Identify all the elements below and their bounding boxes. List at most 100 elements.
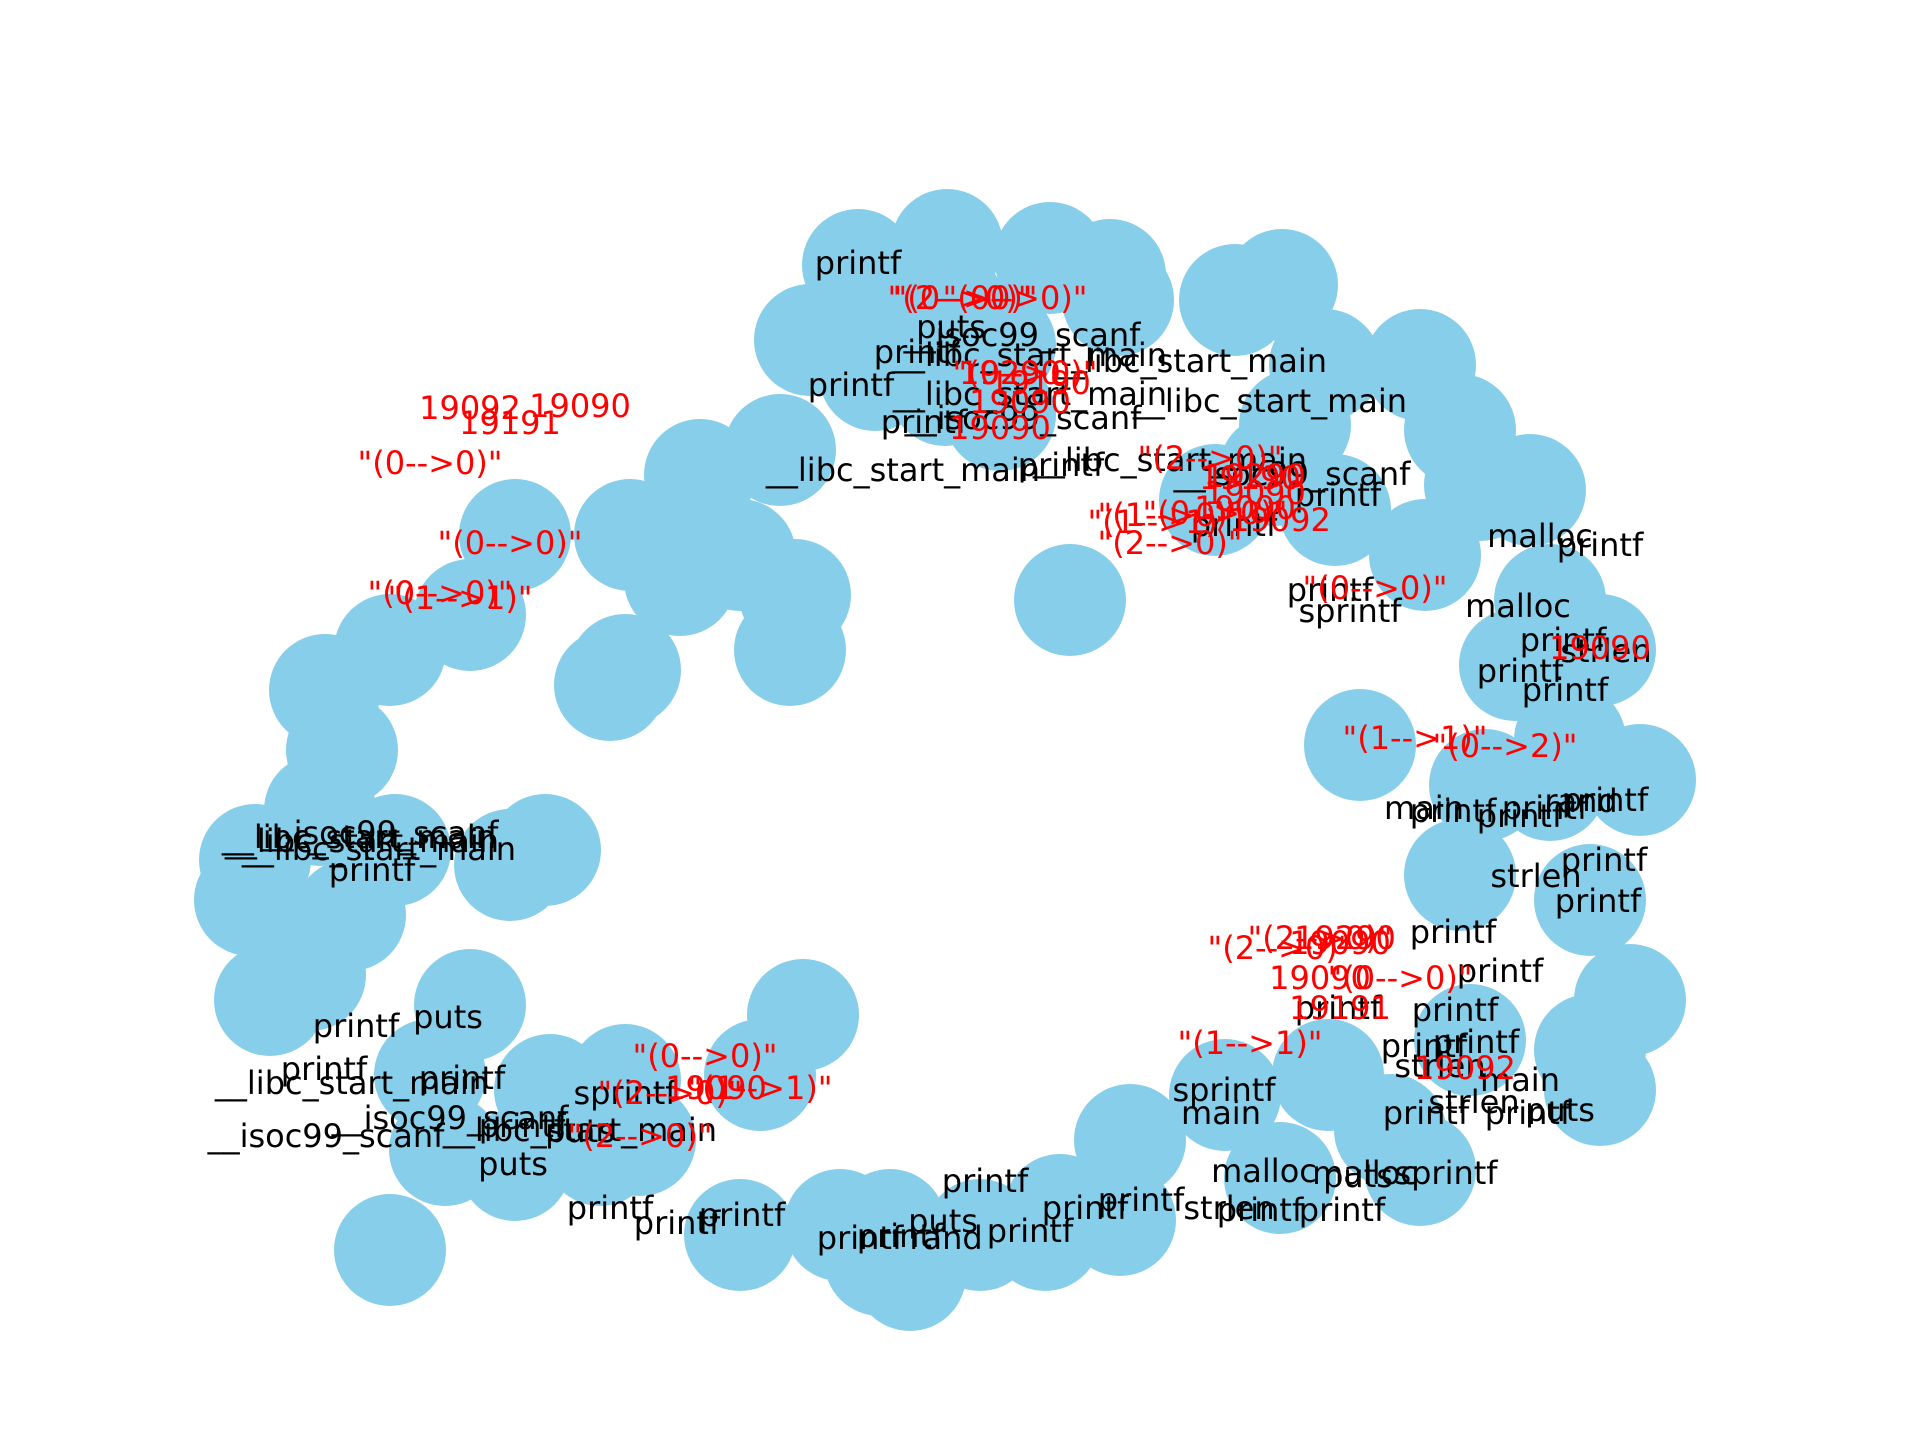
edge-label: 19290 <box>959 354 1061 392</box>
node-label: strlen <box>1394 1047 1485 1085</box>
node-label: printf <box>1502 789 1589 827</box>
graph-node <box>1404 819 1516 931</box>
edge-label: "(2-->0)" <box>1097 524 1242 562</box>
node-label: rand <box>909 1219 982 1257</box>
node-label: __isoc99_scanf <box>261 814 500 852</box>
node-label: __libc_start_main <box>892 375 1167 413</box>
edge-label: "(0-->0)" <box>1142 494 1287 532</box>
edge-label: "(2-->0)" <box>1137 439 1282 477</box>
node-label: printf <box>1561 841 1648 879</box>
node-label: malloc <box>1465 587 1571 625</box>
graph-node <box>1544 1034 1656 1146</box>
graph-node <box>1224 1122 1336 1234</box>
node-label: __libc_start_main <box>892 336 1167 374</box>
edge-label: 19090 <box>1269 959 1371 997</box>
graph-node <box>1159 444 1271 556</box>
node-label: printf <box>699 1196 786 1234</box>
node-labels-layer: printfputs__isoc99_scanf__libc_start_mai… <box>207 244 1652 1257</box>
graph-node <box>1584 724 1696 836</box>
node-label: printf <box>1477 652 1564 690</box>
node-label: __libc_start_main <box>224 822 499 860</box>
node-label: main <box>1384 789 1464 827</box>
graph-node <box>1304 689 1416 801</box>
node-label: printf <box>1562 781 1649 819</box>
node-label: puts <box>1323 1157 1393 1195</box>
graph-node <box>1014 544 1126 656</box>
node-label: puts <box>908 1202 978 1240</box>
graph-node <box>1414 984 1526 1096</box>
edge-label: 19191 <box>459 404 561 442</box>
node-label: strlen <box>1183 1189 1274 1227</box>
node-label: sprintf <box>1298 592 1402 630</box>
node-label: puts <box>478 1145 548 1183</box>
node-label: sprintf <box>1394 1154 1498 1192</box>
graph-node <box>1064 1164 1176 1276</box>
node-label: malloc <box>1312 1154 1418 1192</box>
node-label: sprintf <box>573 1074 677 1112</box>
edge-label: 19090 <box>1289 924 1391 962</box>
edge-label: 19190 <box>1199 459 1301 497</box>
node-label: __libc_start_main <box>214 1064 489 1102</box>
node-label: printf <box>1477 797 1564 835</box>
graph-node <box>684 1179 796 1291</box>
node-label: printf <box>1295 989 1382 1027</box>
node-label: __isoc99_scanf <box>207 1117 446 1155</box>
graph-node <box>1054 219 1166 331</box>
node-label: printf <box>1557 526 1644 564</box>
graph-node <box>414 949 526 1061</box>
node-label: puts <box>916 308 986 346</box>
node-label: __libc_start_main <box>1032 441 1307 479</box>
node-label: __isoc99_scanf <box>903 316 1142 354</box>
graph-node <box>704 1019 816 1131</box>
edge-label: "(2-->0)" <box>887 279 1032 317</box>
graph-node <box>214 944 326 1056</box>
edge-label: 19092 <box>1229 501 1331 539</box>
edge-label: "(2-->0)" <box>567 1117 712 1155</box>
edge-label: "(1-->1)" <box>687 1069 832 1107</box>
node-label: malloc <box>1487 517 1593 555</box>
node-label: printf <box>1555 882 1642 920</box>
node-label: printf <box>419 1059 506 1097</box>
node-label: printf <box>881 403 968 441</box>
node-label: printf <box>987 1212 1074 1250</box>
node-label: printf <box>857 1217 944 1255</box>
node-label: main <box>1480 1061 1560 1099</box>
node-label: printf <box>1520 621 1607 659</box>
node-label: printf <box>1383 1094 1470 1132</box>
graph-node <box>784 1169 896 1281</box>
edge-labels-layer: "(2-->0)""(0-->0)"1929019090"(0-->0)"191… <box>357 279 1650 1155</box>
node-label: printf <box>281 1050 368 1088</box>
node-label: printf <box>1410 792 1497 830</box>
node-label: __isoc99_scanf <box>331 1099 570 1137</box>
edge-label: "(0-->0)" <box>357 444 502 482</box>
edge-label: "(1-->1)" <box>1342 719 1487 757</box>
graph-node <box>1279 454 1391 566</box>
graph-node <box>1429 729 1541 841</box>
node-label: sprintf <box>1172 1071 1276 1109</box>
node-label: printf <box>313 1007 400 1045</box>
node-label: __libc_start_main <box>442 1111 717 1149</box>
node-label: strlen <box>1490 857 1581 895</box>
node-label: printf <box>815 244 902 282</box>
graph-node <box>1534 844 1646 956</box>
node-label: printf <box>942 1162 1029 1200</box>
graph-node <box>624 524 736 636</box>
node-label: strlen <box>1560 632 1651 670</box>
edge-label: "(2-->0)" <box>597 1074 742 1112</box>
node-label: printf <box>567 1189 654 1227</box>
node-label: printf <box>1287 571 1374 609</box>
edge-label: 19090 <box>1194 489 1296 527</box>
node-label: puts <box>1525 1091 1595 1129</box>
edge-label: 19190 <box>989 364 1091 402</box>
node-label: printf <box>1485 1094 1572 1132</box>
edge-label: 19290 <box>1204 457 1306 495</box>
node-label: strlen <box>1428 1083 1519 1121</box>
node-label: puts <box>413 998 483 1036</box>
edge-label: "(2-->0)" <box>1247 919 1392 957</box>
edge-label: "(0-->0)" <box>437 524 582 562</box>
edge-label: 19290 <box>1294 919 1396 957</box>
edge-label: 19092 <box>1414 1049 1516 1087</box>
edge-label: "(1-->1)" <box>1087 503 1232 541</box>
edge-label: "(0-->0)" <box>892 279 1037 317</box>
